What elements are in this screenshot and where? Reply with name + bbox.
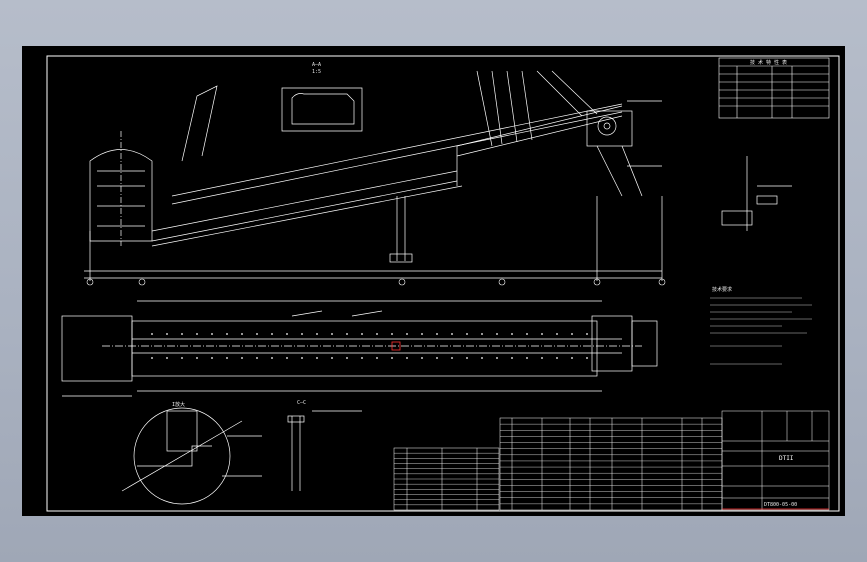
bolt-dot (451, 357, 453, 359)
notes-lines (710, 297, 812, 365)
detail-i (121, 407, 262, 505)
bolt-dot (226, 333, 228, 335)
bolt-dot (481, 333, 483, 335)
title-block (721, 410, 830, 511)
section-a-scale: 1:5 (312, 69, 321, 75)
bolt-dot (271, 333, 273, 335)
drawing-border (46, 55, 840, 512)
bolt-dot (391, 333, 393, 335)
bolt-dot (436, 333, 438, 335)
cad-drawing: A—A 1:5 (46, 55, 840, 512)
section-a-inset (281, 87, 363, 132)
bolt-dot (376, 333, 378, 335)
bolt-dot (361, 357, 363, 359)
bolt-dot (331, 357, 333, 359)
plan-bolt-dots (151, 333, 588, 359)
elevation-view (84, 70, 663, 281)
bolt-dot (556, 357, 558, 359)
bolt-dot (151, 357, 153, 359)
bolt-dot (196, 357, 198, 359)
head-pulley (597, 116, 617, 136)
drawing-sheet: A—A 1:5 (22, 46, 845, 516)
drawing-number: DT800-05-00 (764, 502, 797, 508)
bolt-dot (361, 333, 363, 335)
bolt-dot (241, 357, 243, 359)
bolt-dot (466, 357, 468, 359)
bolt-dot (181, 333, 183, 335)
tech-table-title: 技 术 特 性 表 (750, 59, 787, 66)
bolt-dot (271, 357, 273, 359)
bolt-dot (391, 357, 393, 359)
section-c (287, 410, 362, 491)
frame-lower-1 (151, 170, 458, 232)
bolt-dot (421, 357, 423, 359)
bolt-dot (481, 357, 483, 359)
bom-right-rows (500, 423, 722, 505)
frame-upper (456, 105, 623, 147)
bolt-dot (496, 357, 498, 359)
bolt-dot (586, 333, 588, 335)
bolt-dot (541, 357, 543, 359)
bolt-dot (226, 357, 228, 359)
bolt-dot (151, 333, 153, 335)
tail-housing (89, 149, 153, 242)
detail-label: I放大 (172, 401, 185, 408)
tech-table (718, 57, 830, 119)
part-detail (721, 156, 792, 231)
plan-view (61, 300, 658, 397)
bolt-dot (421, 333, 423, 335)
bolt-dot (196, 333, 198, 335)
bolt-dot (406, 357, 408, 359)
bolt-dot (406, 333, 408, 335)
bolt-dot (286, 357, 288, 359)
bolt-dot (256, 333, 258, 335)
bolt-dot (451, 333, 453, 335)
bolt-dot (241, 333, 243, 335)
bom-right (499, 417, 723, 511)
bolt-dot (496, 333, 498, 335)
bolt-dot (376, 357, 378, 359)
section-c-label: C—C (297, 400, 306, 406)
section-a-label: A—A (312, 62, 321, 68)
bolt-dot (346, 333, 348, 335)
bolt-dot (571, 357, 573, 359)
bolt-dot (466, 333, 468, 335)
bolt-dot (436, 357, 438, 359)
bolt-dot (211, 357, 213, 359)
bolt-dot (526, 333, 528, 335)
bolt-dot (511, 357, 513, 359)
plan-head (591, 315, 633, 372)
bolt-dot (256, 357, 258, 359)
plan-tail (61, 315, 133, 382)
bolt-dot (571, 333, 573, 335)
bolt-dot (331, 333, 333, 335)
bolt-dot (181, 357, 183, 359)
bolt-dot (166, 333, 168, 335)
axis-marks-elevation (86, 278, 666, 286)
bolt-dot (346, 357, 348, 359)
detail-circle (133, 407, 231, 505)
red-highlight-marker (391, 341, 401, 351)
bolt-dot (541, 333, 543, 335)
bom-left-rows (394, 452, 499, 506)
bolt-dot (526, 357, 528, 359)
notes-heading: 技术要求 (712, 286, 732, 293)
title-block-name: DTII (779, 455, 794, 462)
bolt-dot (511, 333, 513, 335)
bolt-dot (586, 357, 588, 359)
bolt-dot (166, 357, 168, 359)
bolt-dot (556, 333, 558, 335)
bolt-dot (301, 333, 303, 335)
bolt-dot (211, 333, 213, 335)
bolt-dot (301, 357, 303, 359)
bolt-dot (316, 333, 318, 335)
bolt-dot (286, 333, 288, 335)
bolt-dot (316, 357, 318, 359)
